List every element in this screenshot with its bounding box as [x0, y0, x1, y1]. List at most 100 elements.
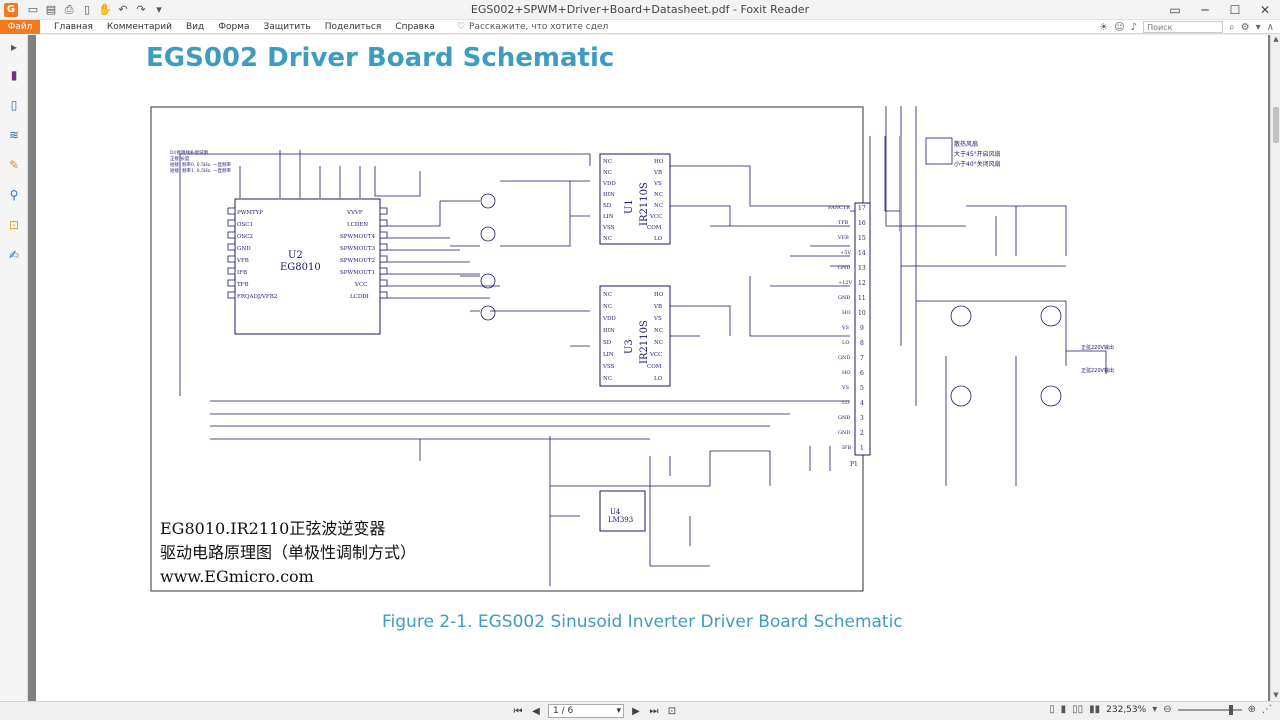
- zoom-slider[interactable]: [1177, 704, 1242, 715]
- svg-text:LO: LO: [842, 340, 849, 346]
- svg-text:GND: GND: [838, 430, 850, 436]
- svg-text:2: 2: [860, 430, 864, 437]
- tab-form[interactable]: Форма: [218, 21, 250, 32]
- tab-help[interactable]: Справка: [395, 21, 435, 32]
- svg-text:TFB: TFB: [237, 282, 249, 288]
- last-page-icon[interactable]: ⏭: [649, 705, 659, 717]
- hand-icon[interactable]: ✋: [98, 3, 112, 16]
- svg-text:D1接跳线补偿说明: D1接跳线补偿说明: [170, 149, 208, 156]
- svg-text:GND: GND: [237, 246, 251, 252]
- navigation-panel: ▸ ▮ ▯ ≋ ✎ ⚲ ⊡ ✍: [0, 35, 28, 701]
- svg-text:8: 8: [860, 340, 864, 347]
- chevron-up-icon[interactable]: ∧: [1266, 21, 1274, 33]
- bell-icon[interactable]: ♪: [1130, 21, 1138, 33]
- schematic-website: www.EGmicro.com: [160, 567, 314, 586]
- gear-icon[interactable]: ⚙: [1240, 21, 1250, 33]
- lock-icon[interactable]: ⊡: [8, 218, 20, 232]
- save-icon[interactable]: ▤: [45, 3, 57, 16]
- svg-text:13: 13: [858, 265, 866, 272]
- svg-text:短接: 频率1, 0.5Hz, 一直频率: 短接: 频率1, 0.5Hz, 一直频率: [170, 167, 231, 174]
- svg-text:LM393: LM393: [608, 516, 633, 524]
- svg-text:HO: HO: [842, 370, 850, 376]
- status-bar: ⏮ ◀ 1 / 6 ▾ ▶ ⏭ ⊡ ▯ ▮ ▯▯ ▮▮ 232,53% ▾ ⊖ …: [0, 701, 1280, 720]
- comments-icon[interactable]: ✎: [8, 158, 20, 172]
- svg-text:6: 6: [860, 370, 864, 377]
- redo-icon[interactable]: ↷: [136, 3, 146, 16]
- u1-part: IR2110S: [639, 182, 650, 226]
- svg-text:VSS: VSS: [602, 225, 615, 231]
- two-page-continuous-icon[interactable]: ▮▮: [1089, 704, 1101, 715]
- svg-text:3: 3: [860, 415, 864, 422]
- arrow-icon[interactable]: ▾: [156, 3, 162, 16]
- svg-text:9: 9: [860, 325, 864, 332]
- u1-ref: U1: [624, 199, 635, 214]
- ribbon-toggle-icon[interactable]: ▭: [1169, 3, 1181, 17]
- signature-icon[interactable]: ✍: [8, 248, 20, 262]
- chevron-down-icon[interactable]: ▾: [1255, 21, 1261, 33]
- u2-ref: U2: [288, 250, 303, 261]
- attachment-icon[interactable]: ⚲: [9, 188, 19, 202]
- svg-text:11: 11: [858, 295, 866, 302]
- tab-share[interactable]: Поделиться: [324, 21, 382, 32]
- tab-comment[interactable]: Комментарий: [106, 21, 172, 32]
- maximize-button[interactable]: ☐: [1229, 3, 1241, 17]
- tab-view[interactable]: Вид: [185, 21, 205, 32]
- continuous-page-icon[interactable]: ▮: [1060, 704, 1067, 715]
- scrollbar-thumb[interactable]: [1273, 107, 1279, 143]
- scroll-up-icon[interactable]: ▲: [1273, 35, 1279, 43]
- fit-page-icon[interactable]: ⊡: [667, 705, 677, 717]
- file-tab[interactable]: Файл: [0, 19, 40, 34]
- sun-icon[interactable]: ☀: [1099, 21, 1109, 33]
- undo-icon[interactable]: ↶: [118, 3, 128, 16]
- search-icon[interactable]: ⌕: [1229, 21, 1235, 33]
- document-area[interactable]: EGS002 Driver Board Schematic D1接跳线补偿说明 …: [28, 35, 1270, 701]
- svg-text:COM: COM: [647, 225, 662, 231]
- u1-chip: [599, 153, 671, 245]
- two-page-icon[interactable]: ▯▯: [1072, 704, 1084, 715]
- window-controls: ▭ ─ ☐ ✕: [1160, 0, 1280, 20]
- svg-text:VFB: VFB: [236, 258, 249, 264]
- page-number-input[interactable]: 1 / 6 ▾: [548, 704, 624, 718]
- svg-text:VCC: VCC: [649, 352, 662, 358]
- vertical-scrollbar[interactable]: ▲ ▼: [1270, 35, 1280, 701]
- zoom-dropdown-icon[interactable]: ▾: [1152, 704, 1158, 715]
- svg-text:HO: HO: [842, 310, 850, 316]
- expand-panel-icon[interactable]: ▸: [10, 40, 18, 54]
- svg-text:VDD: VDD: [602, 316, 616, 322]
- first-page-icon[interactable]: ⏮: [513, 705, 523, 717]
- pages-icon[interactable]: ▯: [10, 98, 18, 112]
- open-icon[interactable]: ▭: [27, 3, 39, 16]
- layers-icon[interactable]: ≋: [8, 128, 20, 142]
- next-page-icon[interactable]: ▶: [632, 705, 640, 717]
- user-icon[interactable]: ☺: [1114, 21, 1125, 33]
- bookmark-icon[interactable]: ▮: [10, 68, 18, 82]
- print-icon[interactable]: ⎙: [64, 2, 74, 16]
- svg-text:12: 12: [858, 280, 866, 287]
- page-navigation: ⏮ ◀ 1 / 6 ▾ ▶ ⏭ ⊡: [512, 704, 678, 718]
- svg-text:HO: HO: [654, 159, 664, 165]
- page-title: EGS002 Driver Board Schematic: [146, 43, 615, 73]
- search-input[interactable]: [1143, 21, 1224, 33]
- single-page-icon[interactable]: ▯: [1049, 704, 1055, 715]
- svg-text:NC: NC: [603, 376, 612, 382]
- svg-text:OSC1: OSC1: [237, 222, 253, 228]
- u3-part: IR2110S: [639, 320, 650, 364]
- scroll-down-icon[interactable]: ▼: [1273, 691, 1279, 699]
- tab-protect[interactable]: Защитить: [263, 21, 311, 32]
- svg-text:SPWMOUT4: SPWMOUT4: [340, 234, 376, 240]
- tell-me-box[interactable]: ♡ Расскажите, что хотите сдел: [457, 22, 608, 32]
- zoom-in-icon[interactable]: ⊕: [1247, 704, 1256, 715]
- chevron-down-icon[interactable]: ▾: [616, 706, 621, 716]
- u3-chip: [599, 285, 671, 387]
- svg-text:VDD: VDD: [602, 181, 616, 187]
- svg-text:散热风扇: 散热风扇: [954, 140, 978, 148]
- page-icon[interactable]: ▯: [83, 3, 91, 16]
- minimize-button[interactable]: ─: [1201, 3, 1209, 17]
- svg-text:NC: NC: [603, 304, 612, 310]
- svg-text:NC: NC: [603, 159, 612, 165]
- zoom-out-icon[interactable]: ⊖: [1163, 704, 1172, 715]
- prev-page-icon[interactable]: ◀: [532, 705, 540, 717]
- tab-home[interactable]: Главная: [54, 21, 93, 32]
- close-button[interactable]: ✕: [1259, 3, 1271, 17]
- zoom-slider-thumb[interactable]: [1228, 704, 1233, 715]
